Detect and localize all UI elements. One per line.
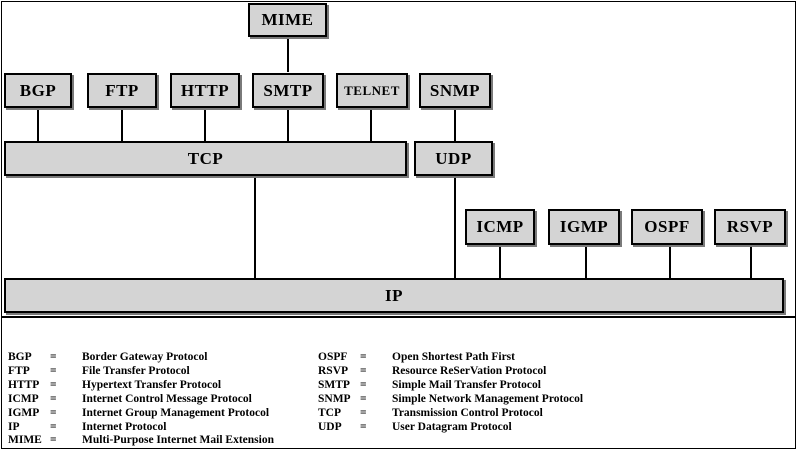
legend-row: SMTP = Simple Mail Transfer Protocol bbox=[318, 379, 583, 393]
tcp-label: TCP bbox=[187, 148, 224, 168]
http-label: HTTP bbox=[180, 80, 230, 100]
legend-equals: = bbox=[360, 420, 367, 433]
legend-abbr: RSVP bbox=[318, 364, 349, 377]
legend-row: IP = Internet Protocol bbox=[8, 421, 274, 435]
legend-row: IGMP = Internet Group Management Protocol bbox=[8, 407, 274, 421]
legend-row: TCP = Transmission Control Protocol bbox=[318, 407, 583, 421]
smtp-label: SMTP bbox=[263, 80, 313, 100]
legend-equals: = bbox=[360, 351, 367, 363]
ftp-box: FTP bbox=[87, 73, 157, 108]
legend-row: ICMP = Internet Control Message Protocol bbox=[8, 393, 274, 407]
legend-equals: = bbox=[360, 392, 367, 405]
legend-desc: Open Shortest Path First bbox=[392, 351, 515, 363]
bgp-tcp-connector bbox=[37, 107, 39, 142]
legend-desc: Simple Network Management Protocol bbox=[392, 392, 584, 405]
rsvp-ip-connector bbox=[750, 244, 752, 279]
telnet-tcp-connector bbox=[370, 107, 372, 142]
mime-label: MIME bbox=[261, 10, 314, 29]
legend-abbr: HTTP bbox=[8, 378, 40, 391]
ftp-tcp-connector bbox=[121, 107, 123, 142]
http-box: HTTP bbox=[170, 73, 240, 108]
legend-equals: = bbox=[50, 434, 57, 447]
snmp-label: SNMP bbox=[429, 80, 481, 100]
legend-abbr: MIME bbox=[8, 434, 42, 447]
ospf-label: OSPF bbox=[644, 217, 690, 236]
tcp-box: TCP bbox=[4, 141, 407, 176]
legend-equals: = bbox=[50, 364, 57, 377]
legend-left: BGP = Border Gateway Protocol FTP = File Tra… bbox=[8, 351, 274, 448]
legend-abbr: OSPF bbox=[318, 351, 348, 363]
legend-row: MIME = Multi-Purpose Internet Mail Extensi… bbox=[8, 434, 274, 448]
legend-equals: = bbox=[50, 392, 57, 405]
igmp-label: IGMP bbox=[559, 217, 609, 236]
udp-label: UDP bbox=[435, 148, 472, 168]
snmp-box: SNMP bbox=[419, 73, 491, 108]
rsvp-box: RSVP bbox=[714, 209, 786, 245]
legend-desc: Simple Mail Transfer Protocol bbox=[392, 378, 541, 391]
smtp-box: SMTP bbox=[252, 73, 324, 108]
legend-desc: User Datagram Protocol bbox=[392, 420, 512, 433]
legend-row: SNMP = Simple Network Management Protocol bbox=[318, 393, 583, 407]
tcp-ip-connector bbox=[254, 175, 256, 279]
legend-desc: Border Gateway Protocol bbox=[82, 351, 208, 363]
snmp-udp-connector bbox=[454, 107, 456, 142]
bgp-label: BGP bbox=[19, 80, 57, 100]
telnet-label: TELNET bbox=[344, 82, 400, 98]
legend-abbr: SNMP bbox=[318, 392, 351, 405]
legend-desc: Multi-Purpose Internet Mail Extension bbox=[82, 434, 274, 447]
ospf-ip-connector bbox=[669, 244, 671, 279]
udp-ip-connector bbox=[454, 175, 456, 279]
legend-abbr: UDP bbox=[318, 420, 342, 433]
legend-abbr: ICMP bbox=[8, 392, 39, 405]
legend-equals: = bbox=[50, 406, 57, 419]
legend-desc: Internet Group Management Protocol bbox=[82, 406, 270, 419]
igmp-ip-connector bbox=[585, 244, 587, 279]
legend-row: HTTP = Hypertext Transfer Protocol bbox=[8, 379, 274, 393]
legend-abbr: BGP bbox=[8, 351, 32, 363]
legend-equals: = bbox=[360, 406, 367, 419]
ospf-box: OSPF bbox=[631, 209, 703, 245]
udp-box: UDP bbox=[414, 141, 493, 176]
ftp-label: FTP bbox=[105, 80, 139, 100]
legend-row: FTP = File Transfer Protocol bbox=[8, 365, 274, 379]
legend-right: OSPF = Open Shortest Path First RSVP = Resou… bbox=[318, 351, 583, 434]
legend-desc: Transmission Control Protocol bbox=[392, 406, 543, 419]
legend-equals: = bbox=[50, 351, 57, 363]
legend-abbr: SMTP bbox=[318, 378, 350, 391]
legend-equals: = bbox=[50, 378, 57, 391]
legend-row: RSVP = Resource ReSerVation Protocol bbox=[318, 365, 583, 379]
legend-divider bbox=[1, 316, 796, 318]
legend-desc: Internet Protocol bbox=[82, 420, 167, 433]
legend-row: OSPF = Open Shortest Path First bbox=[318, 351, 583, 365]
icmp-ip-connector bbox=[499, 244, 501, 279]
legend-desc: Hypertext Transfer Protocol bbox=[82, 378, 222, 391]
icmp-label: ICMP bbox=[476, 217, 524, 236]
icmp-box: ICMP bbox=[465, 209, 535, 245]
bgp-box: BGP bbox=[4, 73, 72, 108]
telnet-box: TELNET bbox=[336, 73, 408, 108]
legend-abbr: IP bbox=[8, 420, 20, 433]
legend-row: UDP = User Datagram Protocol bbox=[318, 421, 583, 435]
ip-box: IP bbox=[4, 278, 784, 313]
legend-desc: Internet Control Message Protocol bbox=[82, 392, 252, 405]
mime-box: MIME bbox=[248, 3, 327, 37]
igmp-box: IGMP bbox=[548, 209, 620, 245]
legend-equals: = bbox=[360, 378, 367, 391]
legend-equals: = bbox=[50, 420, 57, 433]
smtp-tcp-connector bbox=[287, 107, 289, 142]
legend-abbr: FTP bbox=[8, 364, 30, 377]
legend-desc: Resource ReSerVation Protocol bbox=[392, 364, 547, 377]
http-tcp-connector bbox=[204, 107, 206, 142]
legend-equals: = bbox=[360, 364, 367, 377]
legend-row: BGP = Border Gateway Protocol bbox=[8, 351, 274, 365]
rsvp-label: RSVP bbox=[726, 217, 774, 236]
ip-label: IP bbox=[385, 285, 403, 305]
legend-abbr: TCP bbox=[318, 406, 341, 419]
mime-smtp-connector bbox=[287, 36, 289, 72]
legend-abbr: IGMP bbox=[8, 406, 40, 419]
legend-desc: File Transfer Protocol bbox=[82, 364, 190, 377]
